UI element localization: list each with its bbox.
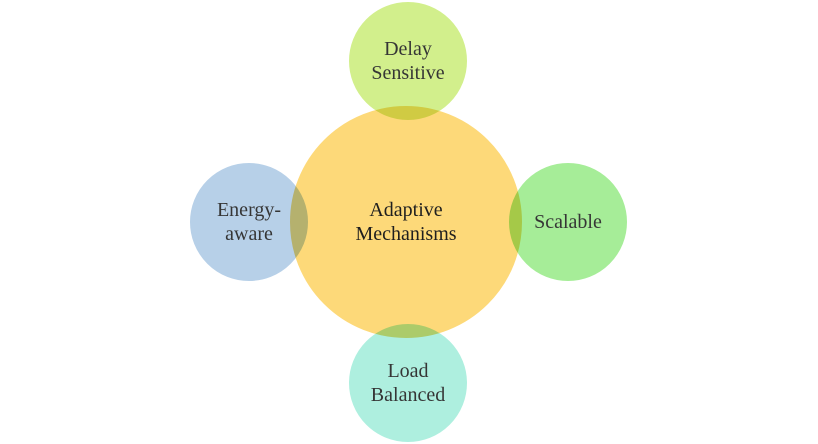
- satellite-circle-energy-aware: Energy- aware: [188, 161, 310, 283]
- satellite-circle-scalable: Scalable: [507, 161, 629, 283]
- satellite-circle-load-balanced: Load Balanced: [347, 322, 469, 444]
- satellite-label-scalable: Scalable: [534, 211, 602, 233]
- satellite-label-energy-aware: Energy- aware: [216, 199, 282, 245]
- satellite-label-load-balanced: Load Balanced: [370, 360, 446, 406]
- satellite-circle-delay-sensitive: Delay Sensitive: [347, 0, 469, 122]
- satellite-label-delay-sensitive: Delay Sensitive: [371, 38, 445, 84]
- center-label: Adaptive Mechanisms: [355, 199, 457, 245]
- center-circle-adaptive-mechanisms: Adaptive Mechanisms: [288, 104, 524, 340]
